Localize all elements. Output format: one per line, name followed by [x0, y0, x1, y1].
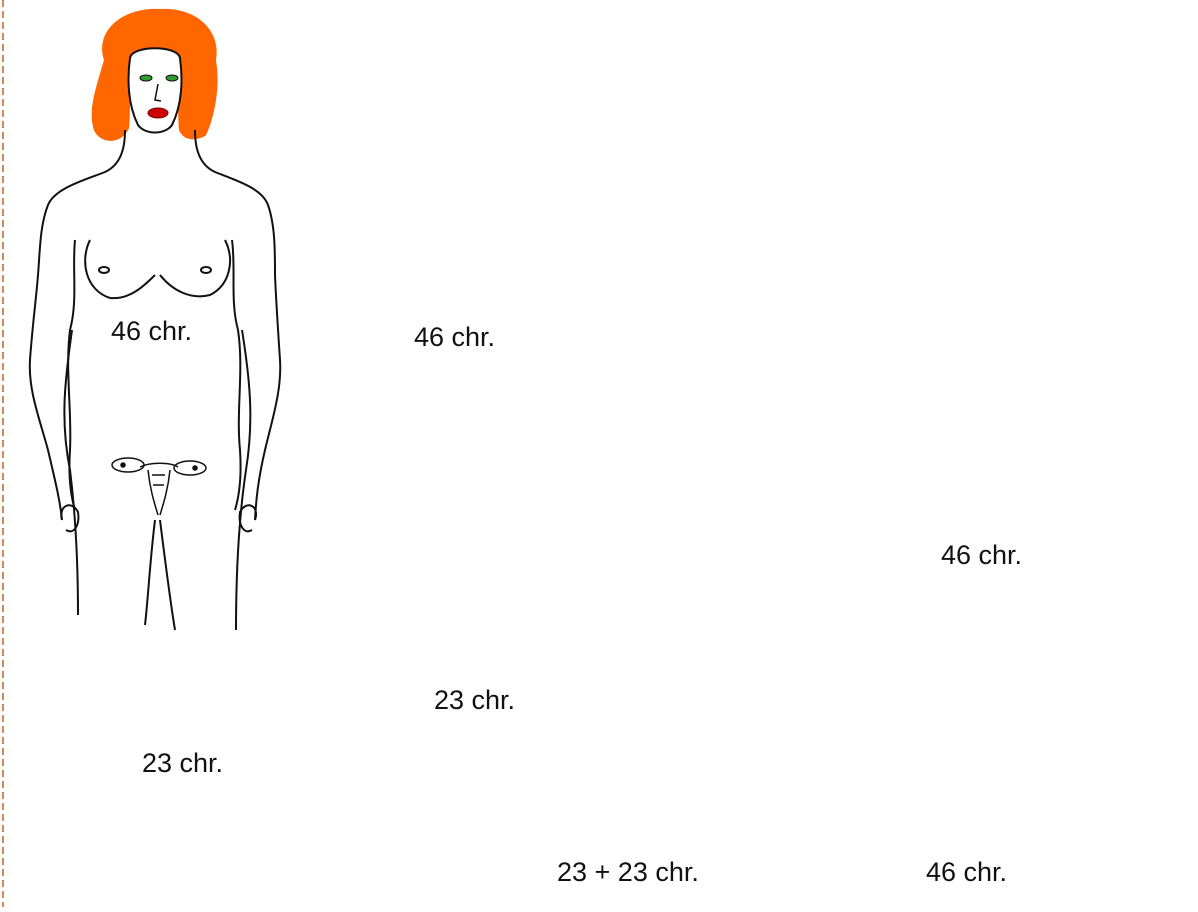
- woman-right-eye: [166, 75, 178, 81]
- morula-chromosome-label: 46 chr.: [926, 859, 1007, 886]
- female-reproductive-organ-icon: [112, 458, 206, 515]
- man-chromosome-label: 46 chr.: [414, 324, 495, 351]
- woman-left-eye: [140, 75, 152, 81]
- woman-lips: [148, 108, 168, 118]
- fetus-chromosome-label: 46 chr.: [941, 542, 1022, 569]
- zygote-chromosome-label: 23 + 23 chr.: [557, 859, 699, 886]
- woman-chromosome-label: 46 chr.: [111, 318, 192, 345]
- sperm-chromosome-label: 23 chr.: [434, 687, 515, 714]
- woman-face: [129, 48, 182, 132]
- egg-chromosome-label: 23 chr.: [142, 750, 223, 777]
